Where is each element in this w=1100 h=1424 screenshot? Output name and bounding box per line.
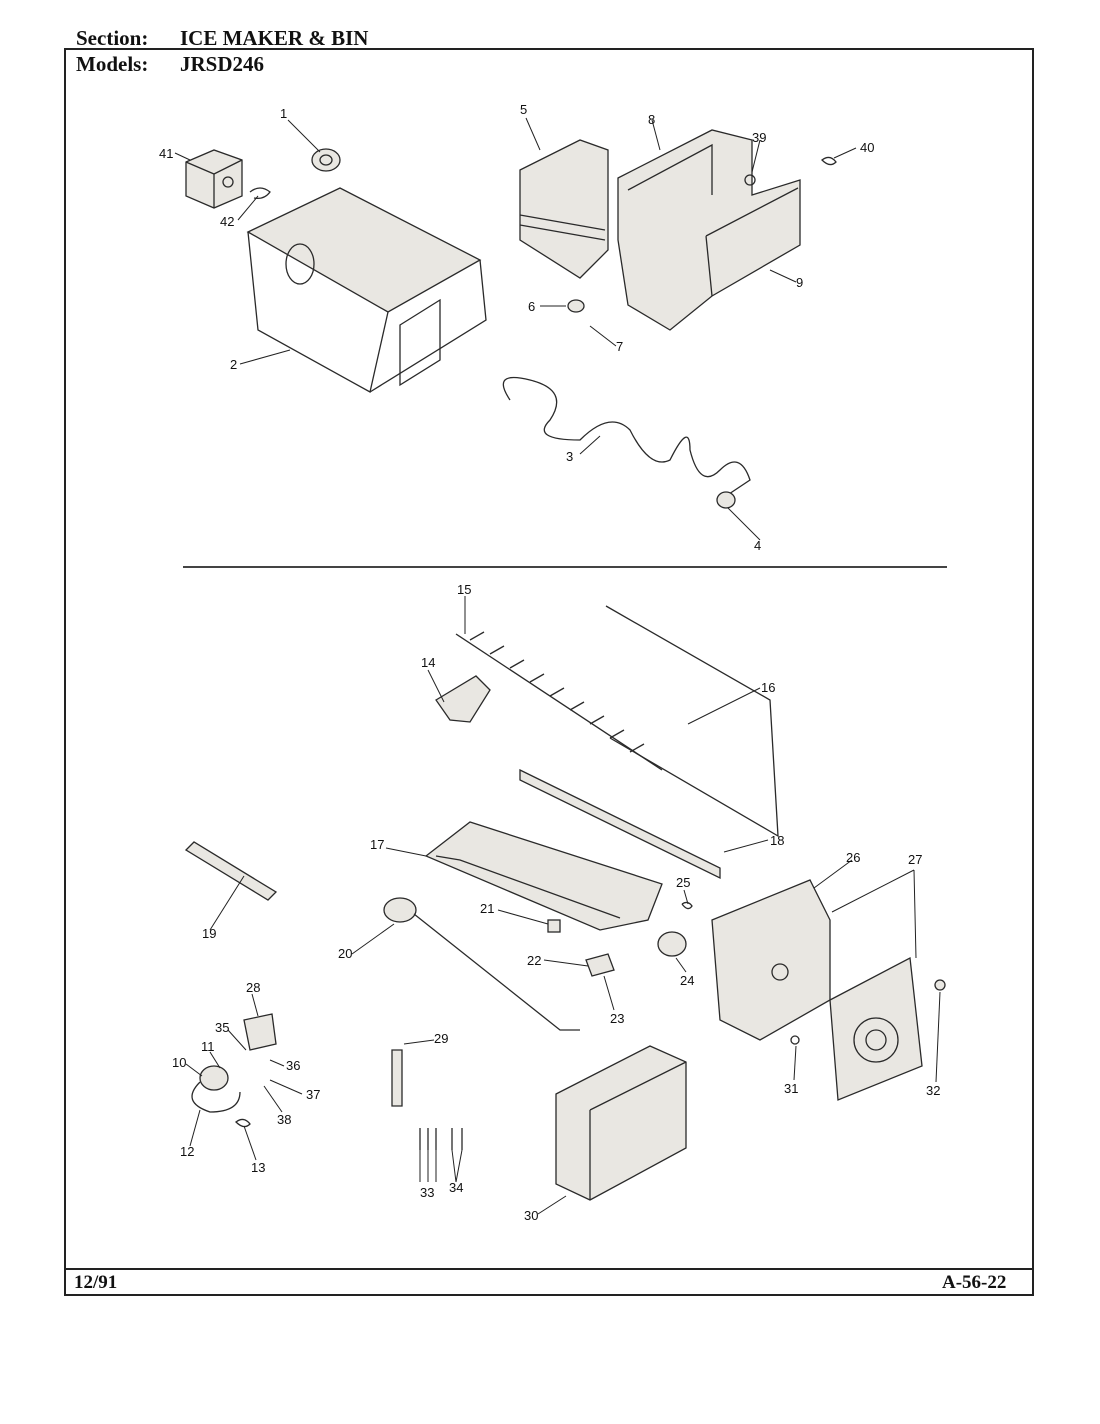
callout-2: 2	[230, 357, 237, 372]
callout-16: 16	[761, 680, 775, 695]
callout-3: 3	[566, 449, 573, 464]
part-18-stripper	[519, 768, 721, 880]
callout-15: 15	[457, 582, 471, 597]
part-41-motor	[185, 149, 243, 209]
callout-30: 30	[524, 1208, 538, 1223]
callout-9: 9	[796, 275, 803, 290]
callout-7: 7	[616, 339, 623, 354]
part-40-clip	[821, 156, 837, 166]
part-17-ice-mold	[424, 821, 663, 931]
part-2-ice-bin	[246, 187, 487, 393]
callout-20: 20	[338, 946, 352, 961]
callout-35: 35	[215, 1020, 229, 1035]
part-25-spring	[681, 901, 693, 910]
part-29-tube	[391, 1049, 403, 1107]
callout-33: 33	[420, 1185, 434, 1200]
diagram-frame	[64, 48, 1034, 1296]
models-label: Models:	[76, 52, 149, 76]
section-title: ICE MAKER & BIN	[180, 26, 369, 50]
footer-date: 12/91	[74, 1272, 118, 1293]
part-32-screw	[934, 979, 946, 991]
callout-40: 40	[860, 140, 874, 155]
part-13-clamp	[235, 1118, 251, 1128]
part-16-cover	[605, 605, 779, 838]
callout-28: 28	[246, 980, 260, 995]
part-24-motor	[657, 931, 687, 957]
callout-8: 8	[648, 112, 655, 127]
callout-17: 17	[370, 837, 384, 852]
callout-5: 5	[520, 102, 527, 117]
callout-37: 37	[306, 1087, 320, 1102]
models-value: JRSD246	[180, 52, 265, 76]
part-1-gear	[311, 148, 341, 172]
callout-26: 26	[846, 850, 860, 865]
part-42-clip	[249, 187, 271, 200]
callout-11: 11	[201, 1039, 215, 1054]
callout-39: 39	[752, 130, 766, 145]
section-label: Section:	[76, 26, 149, 50]
part-21-plate	[547, 919, 561, 933]
part-15-ejector	[455, 631, 663, 771]
part-33-34-screws	[419, 1128, 463, 1150]
part-4-bushing	[716, 491, 736, 509]
section-divider	[183, 566, 947, 568]
callout-34: 34	[449, 1180, 463, 1195]
part-31-screw	[790, 1035, 800, 1045]
callout-32: 32	[926, 1083, 940, 1098]
callout-31: 31	[784, 1081, 798, 1096]
callout-38: 38	[277, 1112, 291, 1127]
part-22-23-switch	[585, 953, 615, 977]
callout-29: 29	[434, 1031, 448, 1046]
callout-42: 42	[220, 214, 234, 229]
part-39-screw	[744, 174, 756, 186]
callout-41: 41	[159, 146, 173, 161]
callout-numbers: 1 2 3 4 5 6 7 8 9 10 11 12 13 14 15 16 1…	[159, 102, 940, 1223]
part-28-valve	[243, 1013, 277, 1051]
part-6-nut	[567, 299, 585, 313]
part-10-11-solenoid	[191, 1065, 241, 1113]
callout-27: 27	[908, 852, 922, 867]
callout-12: 12	[180, 1144, 194, 1159]
callout-22: 22	[527, 953, 541, 968]
leader-lines	[174, 117, 941, 1215]
callout-19: 19	[202, 926, 216, 941]
part-30-front-cover	[555, 1045, 687, 1201]
callout-23: 23	[610, 1011, 624, 1026]
part-5-front-plate	[519, 139, 609, 279]
part-27-mounting-plate	[829, 956, 923, 1101]
part-14-bracket	[435, 675, 491, 723]
part-8-9-bin-shelf	[617, 129, 801, 331]
callout-10: 10	[172, 1055, 186, 1070]
footer-page-code: A-56-22	[942, 1272, 1007, 1293]
part-26-control-housing	[711, 879, 831, 1041]
footer-rule	[64, 1268, 1034, 1270]
part-3-auger	[502, 376, 751, 501]
callout-18: 18	[770, 833, 784, 848]
callout-36: 36	[286, 1058, 300, 1073]
callout-21: 21	[480, 901, 494, 916]
callout-4: 4	[754, 538, 761, 553]
callout-25: 25	[676, 875, 690, 890]
callout-14: 14	[421, 655, 435, 670]
callout-6: 6	[528, 299, 535, 314]
callout-1: 1	[280, 106, 287, 121]
callout-13: 13	[251, 1160, 265, 1175]
part-19-heater	[184, 841, 278, 901]
part-20-thermostat	[383, 897, 580, 1031]
callout-24: 24	[680, 973, 694, 988]
